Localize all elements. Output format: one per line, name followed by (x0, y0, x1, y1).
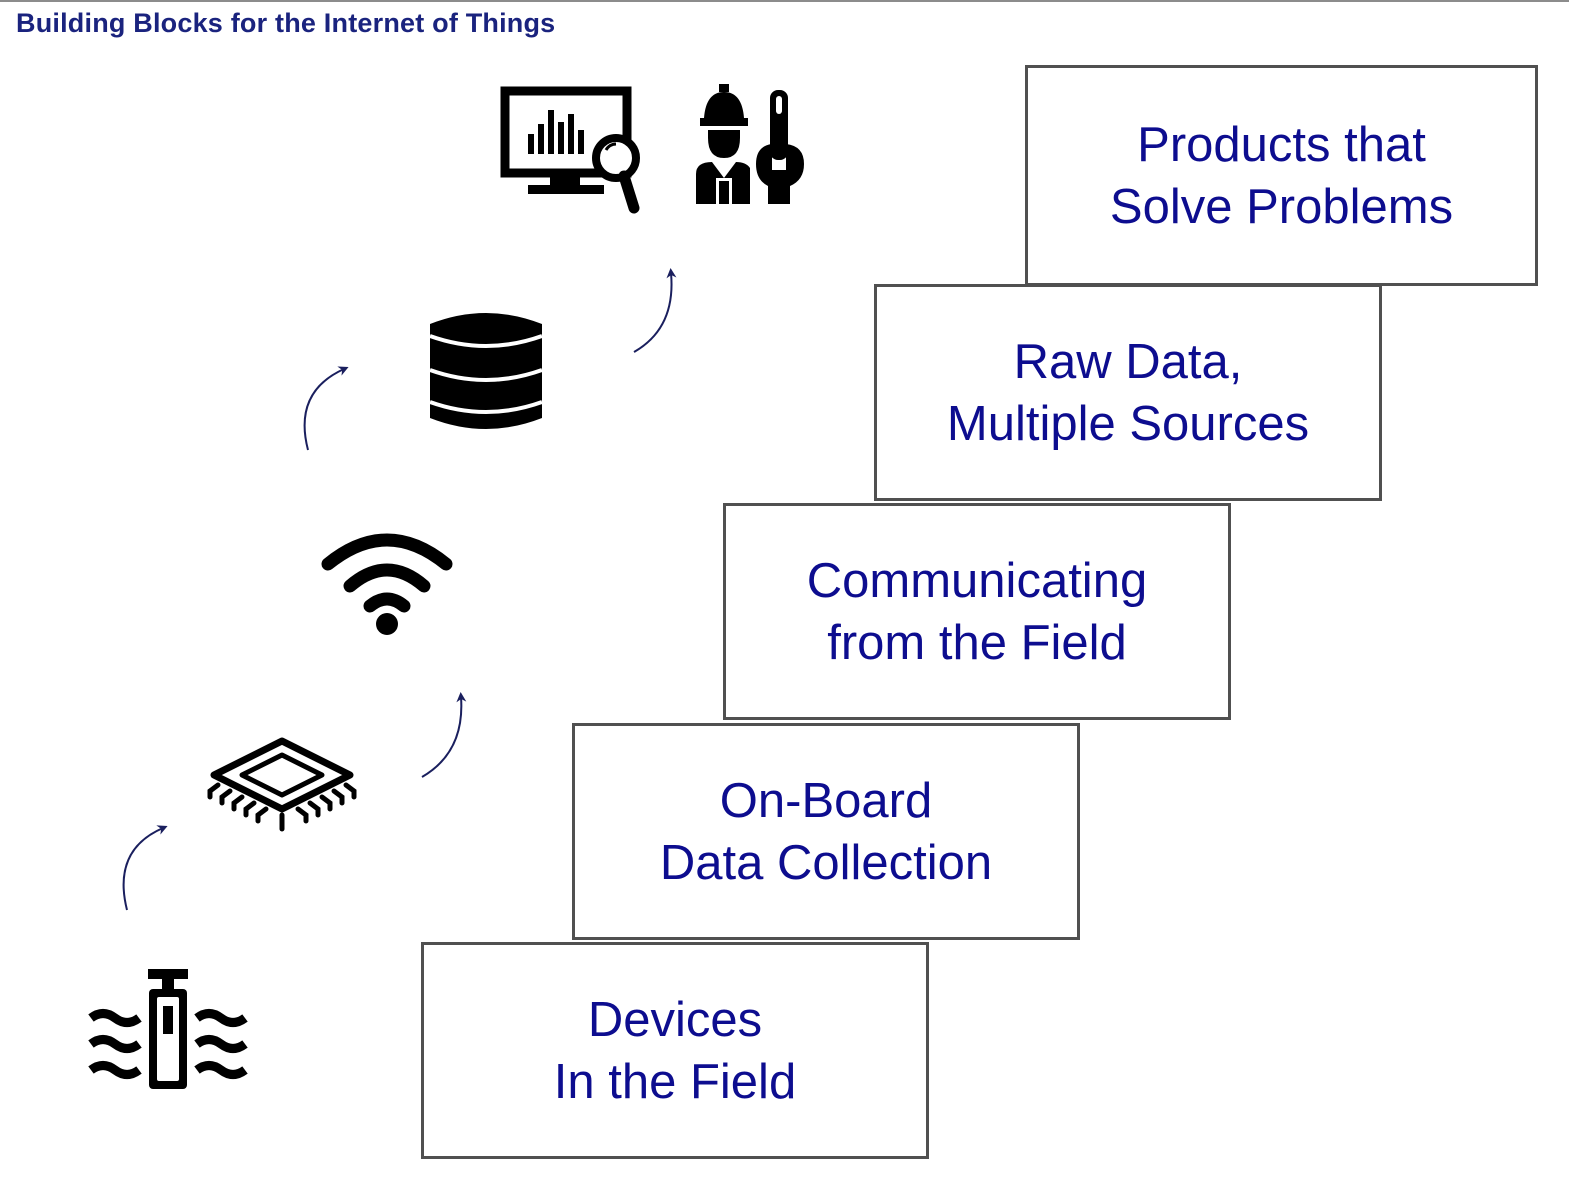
top-rule (0, 0, 1569, 2)
step-label-line1: Raw Data, (1013, 334, 1243, 389)
step-products-solve-problems: Products that Solve Problems (1025, 65, 1538, 286)
step-label-line2: Data Collection (659, 835, 993, 890)
database-icon (429, 313, 543, 429)
step-communicating-from-field: Communicating from the Field (723, 503, 1231, 720)
wifi-icon (321, 533, 453, 635)
step-devices-in-field: Devices In the Field (421, 942, 929, 1159)
step-label-line2: from the Field (827, 615, 1127, 670)
step-label-line2: Multiple Sources (946, 396, 1310, 451)
step-label-line1: Products that (1137, 117, 1426, 172)
arrow-database-to-products (633, 268, 677, 353)
step-label-line1: Communicating (806, 553, 1148, 608)
page-title: Building Blocks for the Internet of Thin… (16, 8, 556, 38)
arrow-device-to-chip (122, 825, 168, 911)
step-label-line2: In the Field (553, 1054, 797, 1109)
engineer-wrench-icon (696, 84, 804, 204)
analytics-monitor-icon (500, 86, 640, 214)
arrow-wifi-to-database (303, 366, 349, 451)
arrow-chip-to-wifi (421, 692, 467, 778)
microchip-icon (207, 737, 357, 832)
step-onboard-data-collection: On-Board Data Collection (572, 723, 1080, 940)
step-label-line1: Devices (587, 992, 763, 1047)
step-label-line1: On-Board (719, 773, 933, 828)
water-sensor-icon (88, 969, 248, 1089)
step-raw-data-multiple-sources: Raw Data, Multiple Sources (874, 284, 1382, 501)
step-label-line2: Solve Problems (1109, 179, 1454, 234)
